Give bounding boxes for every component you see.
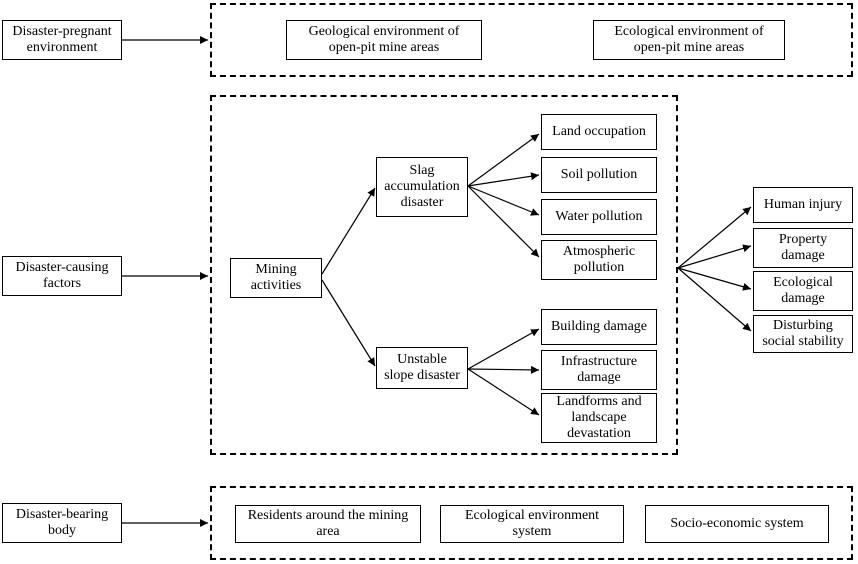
arrow-outcome-human — [677, 206, 752, 269]
arrow-mining-unstable — [321, 279, 376, 367]
arrow-mining-slag — [321, 187, 376, 275]
bearing-body-group — [210, 486, 853, 560]
ecological-environment-box: Ecological environment of open-pit mine … — [593, 20, 785, 60]
disaster-pregnant-environment-box: Disaster-pregnant environment — [2, 20, 122, 60]
infrastructure-damage-box: Infrastructure damage — [541, 350, 657, 390]
disaster-causing-factors-box: Disaster-causing factors — [2, 256, 122, 296]
slag-accumulation-disaster-box: Slag accumulation disaster — [376, 157, 468, 217]
arrow-slag-water — [467, 185, 540, 216]
pregnant-environment-group — [210, 3, 853, 77]
building-damage-box: Building damage — [541, 309, 657, 345]
causing-factors-group — [210, 95, 678, 455]
landforms-devastation-box: Landforms and landscape devastation — [541, 393, 657, 443]
socio-economic-system-box: Socio-economic system — [645, 505, 829, 543]
arrow-unstable-infra — [467, 365, 540, 374]
disaster-bearing-body-box: Disaster-bearing body — [2, 503, 122, 543]
water-pollution-box: Water pollution — [541, 199, 657, 235]
ecological-damage-box: Ecological damage — [753, 271, 853, 311]
arrow-outcome-social — [677, 267, 752, 332]
soil-pollution-box: Soil pollution — [541, 157, 657, 193]
disturbing-social-stability-box: Disturbing social stability — [753, 315, 853, 353]
arrow-slag-land — [467, 133, 540, 187]
arrow-outcome-ecological — [677, 267, 752, 291]
arrow-unstable-landforms — [467, 368, 540, 416]
arrow-unstable-building — [467, 328, 540, 370]
human-injury-box: Human injury — [753, 187, 853, 223]
arrow-outcome-property — [677, 244, 752, 269]
residents-box: Residents around the mining area — [235, 505, 421, 543]
geological-environment-box: Geological environment of open-pit mine … — [286, 20, 482, 60]
ecological-environment-system-box: Ecological environment system — [440, 505, 624, 543]
arrow-slag-atmos — [467, 185, 540, 258]
property-damage-box: Property damage — [753, 228, 853, 268]
land-occupation-box: Land occupation — [541, 114, 657, 150]
arrow-slag-soil — [467, 172, 540, 187]
atmospheric-pollution-box: Atmospheric pollution — [541, 240, 657, 280]
unstable-slope-disaster-box: Unstable slope disaster — [376, 347, 468, 389]
mining-activities-box: Mining activities — [230, 258, 322, 298]
